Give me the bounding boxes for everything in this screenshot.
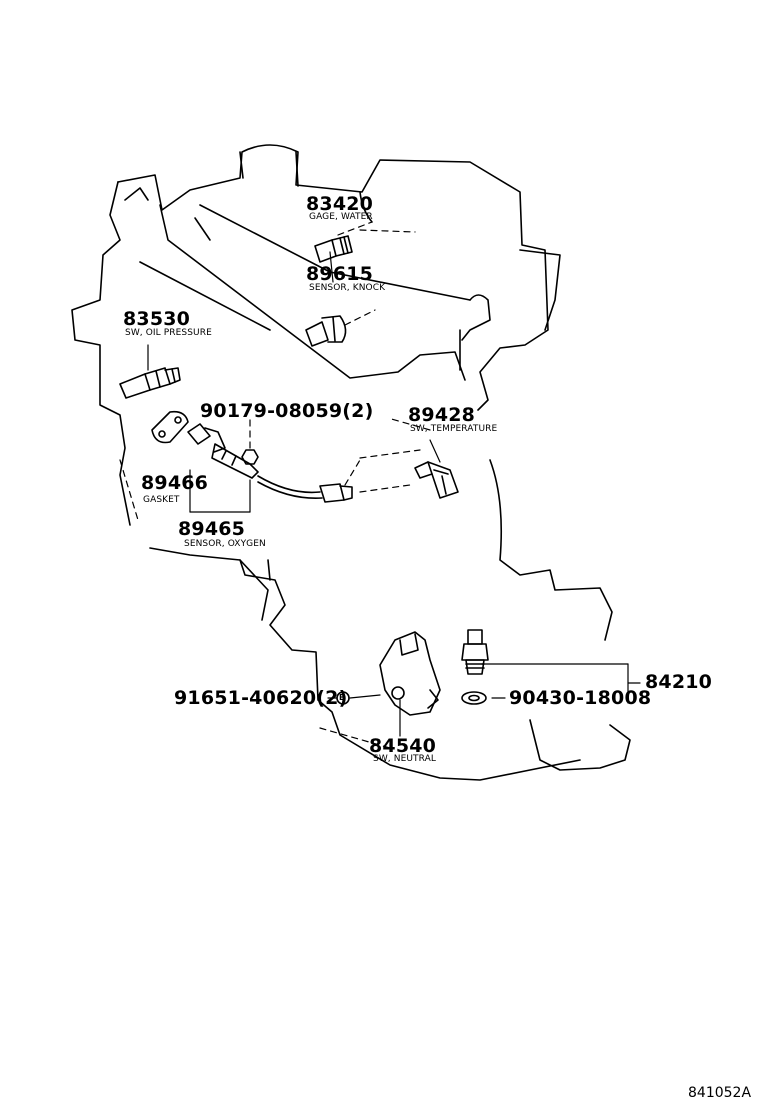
leader-lines (147, 251, 641, 737)
part-name-sw-neutral: SW, NEUTRAL (373, 754, 436, 764)
gasket-icon (151, 410, 189, 444)
nut-icon (241, 449, 259, 465)
part-name-sensor-oxygen: SENSOR, OXYGEN (184, 539, 266, 549)
illustration-code: 841052A (688, 1085, 752, 1101)
part-name-sw-temperature: SW, TEMPERATURE (410, 424, 498, 434)
part-number-89615[interactable]: 89615 (306, 263, 374, 285)
water-gage-icon (314, 235, 353, 263)
neutral-switch-icon (379, 631, 441, 716)
bolt-marker-icon (336, 691, 350, 705)
part-number-89466[interactable]: 89466 (141, 472, 209, 494)
temperature-switch-icon (414, 461, 459, 499)
part-number-83530[interactable]: 83530 (123, 308, 191, 330)
part-number-89428[interactable]: 89428 (408, 404, 476, 426)
oil-pressure-switch-icon (119, 367, 181, 399)
part-number-91651-40620[interactable]: 91651-40620(2) (174, 687, 348, 709)
leader-lines-dashed (119, 221, 431, 749)
washer-icon (461, 691, 487, 705)
part-number-83420[interactable]: 83420 (306, 193, 374, 215)
bolt-marker-letter: B (339, 693, 346, 702)
part-name-gasket: GASKET (143, 495, 180, 505)
part-number-84210[interactable]: 84210 (645, 671, 713, 693)
part-number-90179-08059[interactable]: 90179-08059(2) (200, 400, 374, 422)
switch-84210-icon (461, 629, 489, 675)
part-number-89465[interactable]: 89465 (178, 518, 246, 540)
part-name-sensor-knock: SENSOR, KNOCK (309, 283, 386, 293)
knock-sensor-icon (305, 315, 347, 347)
oxygen-sensor-icon (187, 423, 353, 503)
part-number-90430-18008[interactable]: 90430-18008 (509, 687, 652, 709)
engine-block-outline (71, 144, 631, 781)
part-name-sw-oil-pressure: SW, OIL PRESSURE (125, 328, 212, 338)
part-name-gage-water: GAGE, WATER (309, 212, 373, 222)
part-number-84540[interactable]: 84540 (369, 735, 437, 757)
